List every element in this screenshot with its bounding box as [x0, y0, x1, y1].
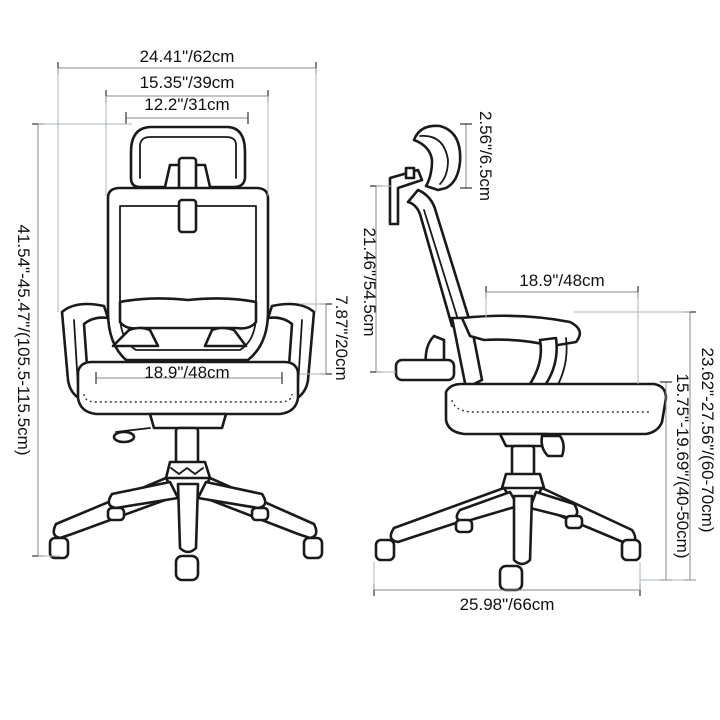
base-depth-label: 25.98"/66cm: [460, 595, 555, 614]
armrest-height-label: 7.87"/20cm: [332, 295, 351, 380]
backrest-height-label: 21.46"/54.5cm: [360, 227, 379, 336]
armrest-floor-height-label: 23.62"-27.56"/(60-70cm): [698, 348, 717, 533]
front-dimension-lines: [32, 62, 332, 557]
overall-width-label: 24.41"/62cm: [140, 47, 235, 66]
front-chair-drawing: [48, 125, 324, 582]
backrest-width-label: 15.35"/39cm: [140, 73, 235, 92]
side-chair-drawing: [374, 124, 668, 592]
overall-height-label: 41.54"-45.47"/(105.5-115.5cm): [14, 224, 33, 455]
seat-depth-label: 18.9"/48cm: [519, 271, 604, 290]
dimension-labels: 24.41"/62cm 15.35"/39cm 12.2"/31cm 41.54…: [14, 47, 717, 614]
seat-floor-height-label: 15.75"-19.69"/(40-50cm): [673, 374, 692, 559]
headrest-width-label: 12.2"/31cm: [144, 95, 229, 114]
side-dimension-lines: [370, 123, 696, 596]
seat-width-label: 18.9"/48cm: [144, 363, 229, 382]
headrest-height-label: 2.56"/6.5cm: [476, 111, 495, 201]
